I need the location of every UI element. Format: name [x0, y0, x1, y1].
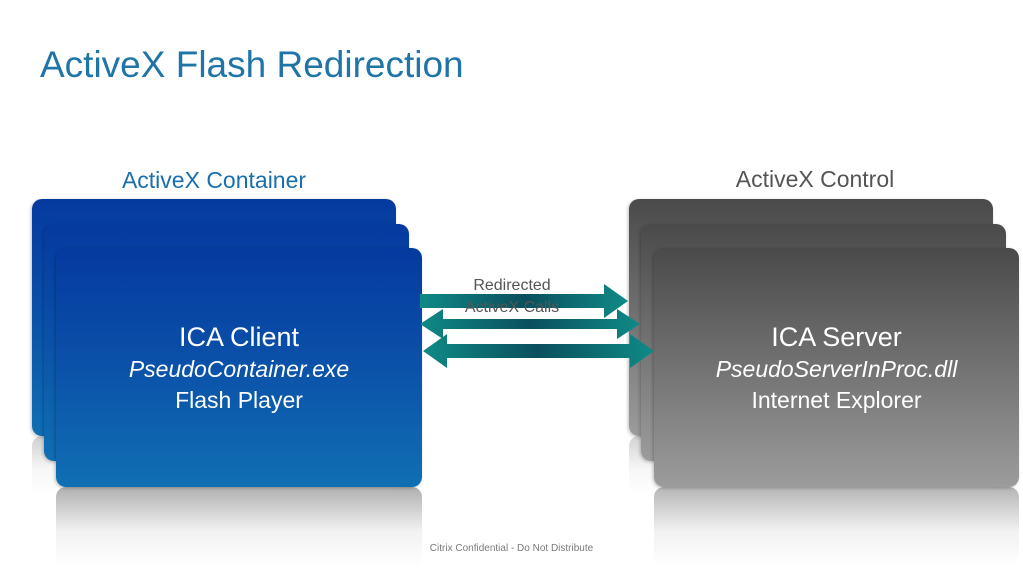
slide-title: ActiveX Flash Redirection	[40, 44, 464, 85]
server-card-front[interactable]	[654, 248, 1019, 487]
client-name: ICA Client	[178, 322, 300, 352]
arrow-label-line2: ActiveX Calls	[464, 299, 560, 316]
server-browser: Internet Explorer	[751, 387, 922, 413]
client-card-front[interactable]	[56, 248, 422, 487]
container-heading: ActiveX Container	[121, 167, 307, 193]
server-dll: PseudoServerInProc.dll	[715, 356, 958, 382]
arrow-to-server-top	[420, 284, 628, 318]
arrow-bidirectional-lower	[423, 334, 654, 368]
server-card-text: ICA Server PseudoServerInProc.dll Intern…	[654, 320, 1019, 416]
client-card-text: ICA Client PseudoContainer.exe Flash Pla…	[56, 320, 422, 416]
arrow-bidirectional	[420, 309, 640, 339]
client-executable: PseudoContainer.exe	[128, 356, 350, 382]
arrow-label-line1: Redirected	[473, 277, 551, 294]
server-name: ICA Server	[771, 322, 902, 352]
confidential-footer: Citrix Confidential - Do Not Distribute	[429, 543, 594, 554]
client-player: Flash Player	[175, 387, 303, 413]
server-card-reflection	[654, 487, 1019, 567]
control-heading: ActiveX Control	[735, 166, 895, 192]
client-card-reflection	[56, 487, 422, 567]
